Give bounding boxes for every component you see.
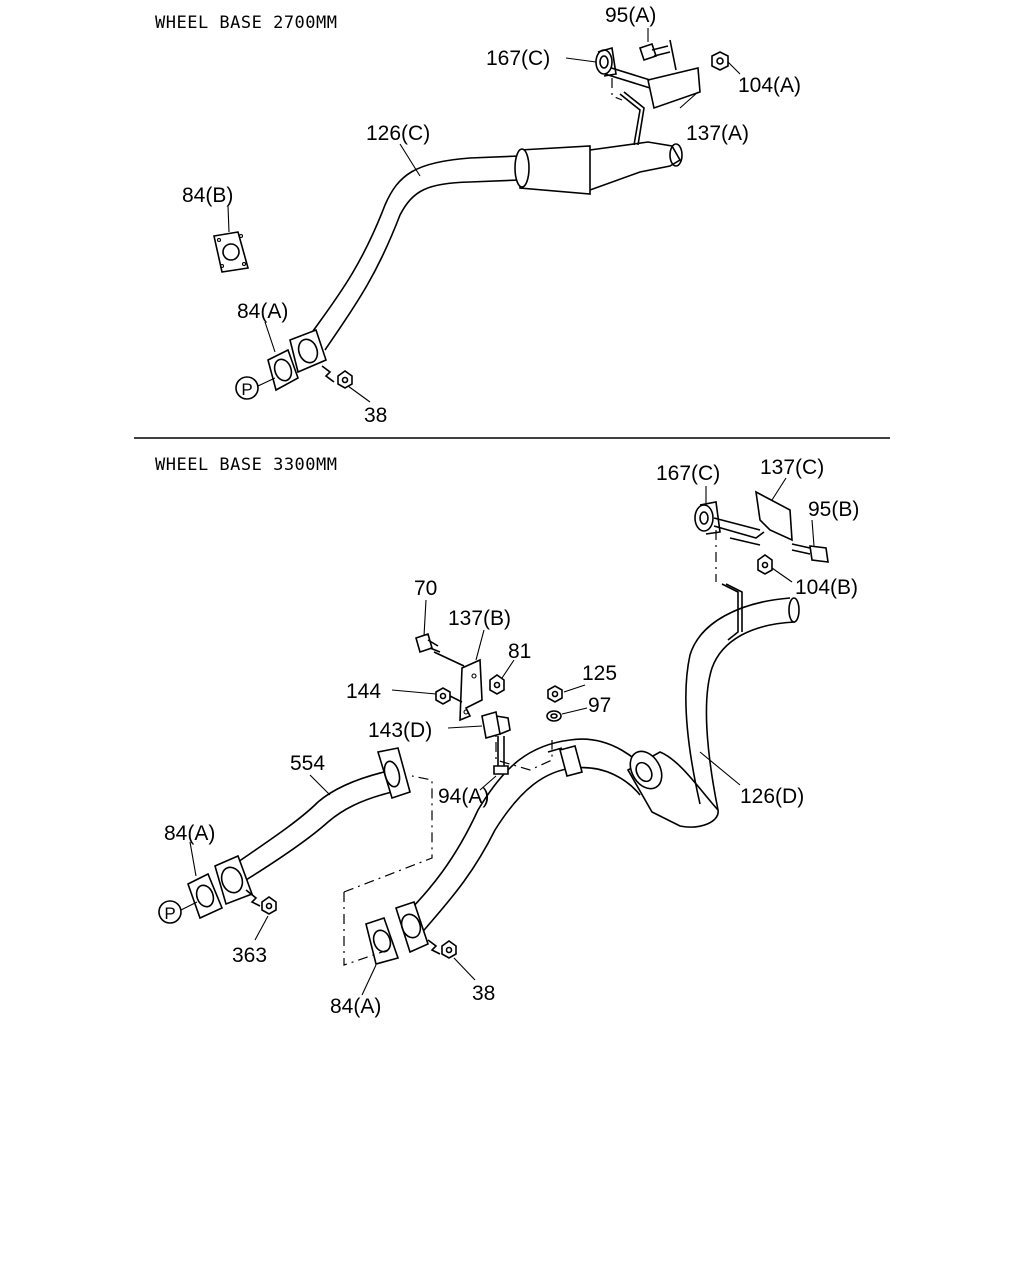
bolt-95b (791, 543, 829, 563)
label-s2-137b: 137(B) (448, 607, 511, 630)
pipe-126d-clamp-band (547, 745, 583, 777)
gasket-84a-bottom (365, 916, 400, 965)
nut-38 (321, 365, 353, 389)
hanger-bracket-137c (713, 490, 793, 546)
section-wheel-base-2700: WHEEL BASE 2700MM (155, 4, 801, 427)
leader-lines-2 (189, 477, 815, 996)
rubber-mount-167c-s2 (694, 501, 721, 535)
leader-lines-1 (227, 28, 741, 403)
label-s2-126d: 126(D) (740, 785, 804, 808)
nut-104b (757, 554, 773, 575)
section-heading-3300: WHEEL BASE 3300MM (155, 455, 338, 475)
nut-363 (245, 889, 277, 915)
nut-125 (547, 685, 563, 703)
label-s2-97: 97 (588, 694, 611, 717)
pipe-554-front-flange (214, 854, 254, 906)
label-s2-137c: 137(C) (760, 456, 824, 479)
front-pipe-554 (214, 747, 411, 906)
rubber-143d (481, 710, 511, 740)
label-126c: 126(C) (366, 122, 430, 145)
rubber-mount-167c (595, 46, 617, 77)
label-137a: 137(A) (686, 122, 749, 145)
label-s2-554: 554 (290, 752, 325, 775)
bolt-95a (638, 42, 671, 62)
p-marker-2-label: P (164, 904, 175, 923)
section-heading-2700: WHEEL BASE 2700MM (155, 13, 338, 33)
nut-38-s2 (427, 939, 457, 959)
label-s2-143d: 143(D) (368, 719, 432, 742)
pipe-554-rear-flange (376, 747, 411, 800)
label-104a: 104(A) (738, 74, 801, 97)
p-marker-1: P (235, 376, 276, 400)
pipe-muffler (514, 141, 683, 195)
label-95a: 95(A) (605, 4, 656, 27)
nut-81 (489, 674, 505, 695)
label-84b: 84(B) (182, 184, 233, 207)
pipe-inlet-flange (289, 328, 327, 374)
bolt-94a (493, 736, 509, 775)
label-s2-167c: 167(C) (656, 462, 720, 485)
p-marker-1-label: P (241, 380, 252, 399)
nut-144 (435, 687, 463, 705)
exhaust-pipe-126d (394, 583, 800, 954)
assembly-guide-lines (343, 530, 717, 966)
label-s2-84a-bottom: 84(A) (330, 995, 381, 1018)
gasket-84b (213, 231, 250, 273)
label-s2-104b: 104(B) (795, 576, 858, 599)
section-wheel-base-3300: WHEEL BASE 3300MM (155, 455, 859, 1018)
label-s2-38: 38 (472, 982, 495, 1005)
washer-97 (546, 710, 562, 722)
label-s2-81: 81 (508, 640, 531, 663)
hanger-bracket-137a (604, 39, 701, 146)
label-84a: 84(A) (237, 300, 288, 323)
label-s2-84a-left: 84(A) (164, 822, 215, 845)
label-167c: 167(C) (486, 47, 550, 70)
gasket-84a (267, 348, 299, 392)
label-s2-363: 363 (232, 944, 267, 967)
label-s2-95b: 95(B) (808, 498, 859, 521)
label-s2-94a: 94(A) (438, 785, 489, 808)
label-38: 38 (364, 404, 387, 427)
hanger-bracket-137b (433, 651, 483, 722)
label-s2-70: 70 (414, 577, 437, 600)
gasket-84a-left (187, 872, 224, 920)
bolt-70 (415, 632, 441, 654)
pipe-126d-muffler (626, 750, 719, 828)
nut-104a (711, 51, 729, 71)
p-marker-2: P (158, 900, 198, 924)
label-s2-144: 144 (346, 680, 381, 703)
label-s2-125: 125 (582, 662, 617, 685)
pipe-126d-inlet-flange (394, 900, 429, 954)
exhaust-pipe-126c (289, 141, 683, 374)
